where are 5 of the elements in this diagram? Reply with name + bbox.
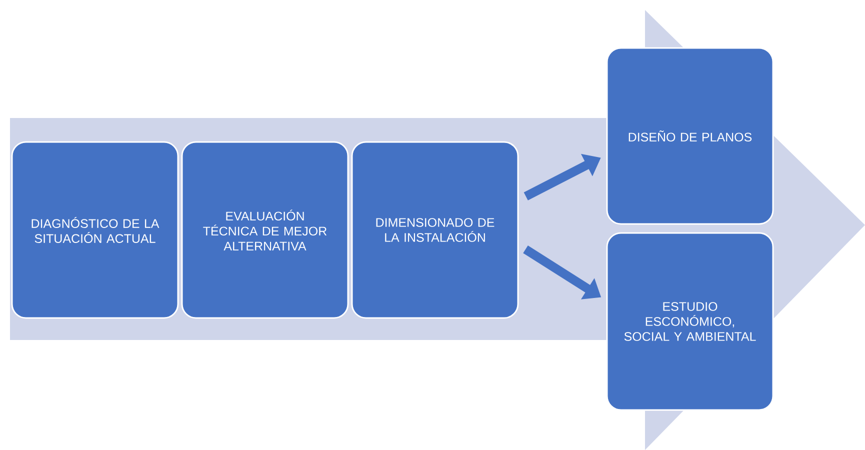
process-box: DIAGNÓSTICO DE LA SITUACIÓN ACTUAL (11, 141, 179, 319)
process-box: ESTUDIO ESCONÓMICO, SOCIAL Y AMBIENTAL (606, 232, 774, 411)
process-box: DIMENSIONADO DE LA INSTALACIÓN (351, 141, 519, 319)
process-box: DISEÑO DE PLANOS (606, 47, 774, 225)
process-box: EVALUACIÓN TÉCNICA DE MEJOR ALTERNATIVA (181, 141, 349, 319)
